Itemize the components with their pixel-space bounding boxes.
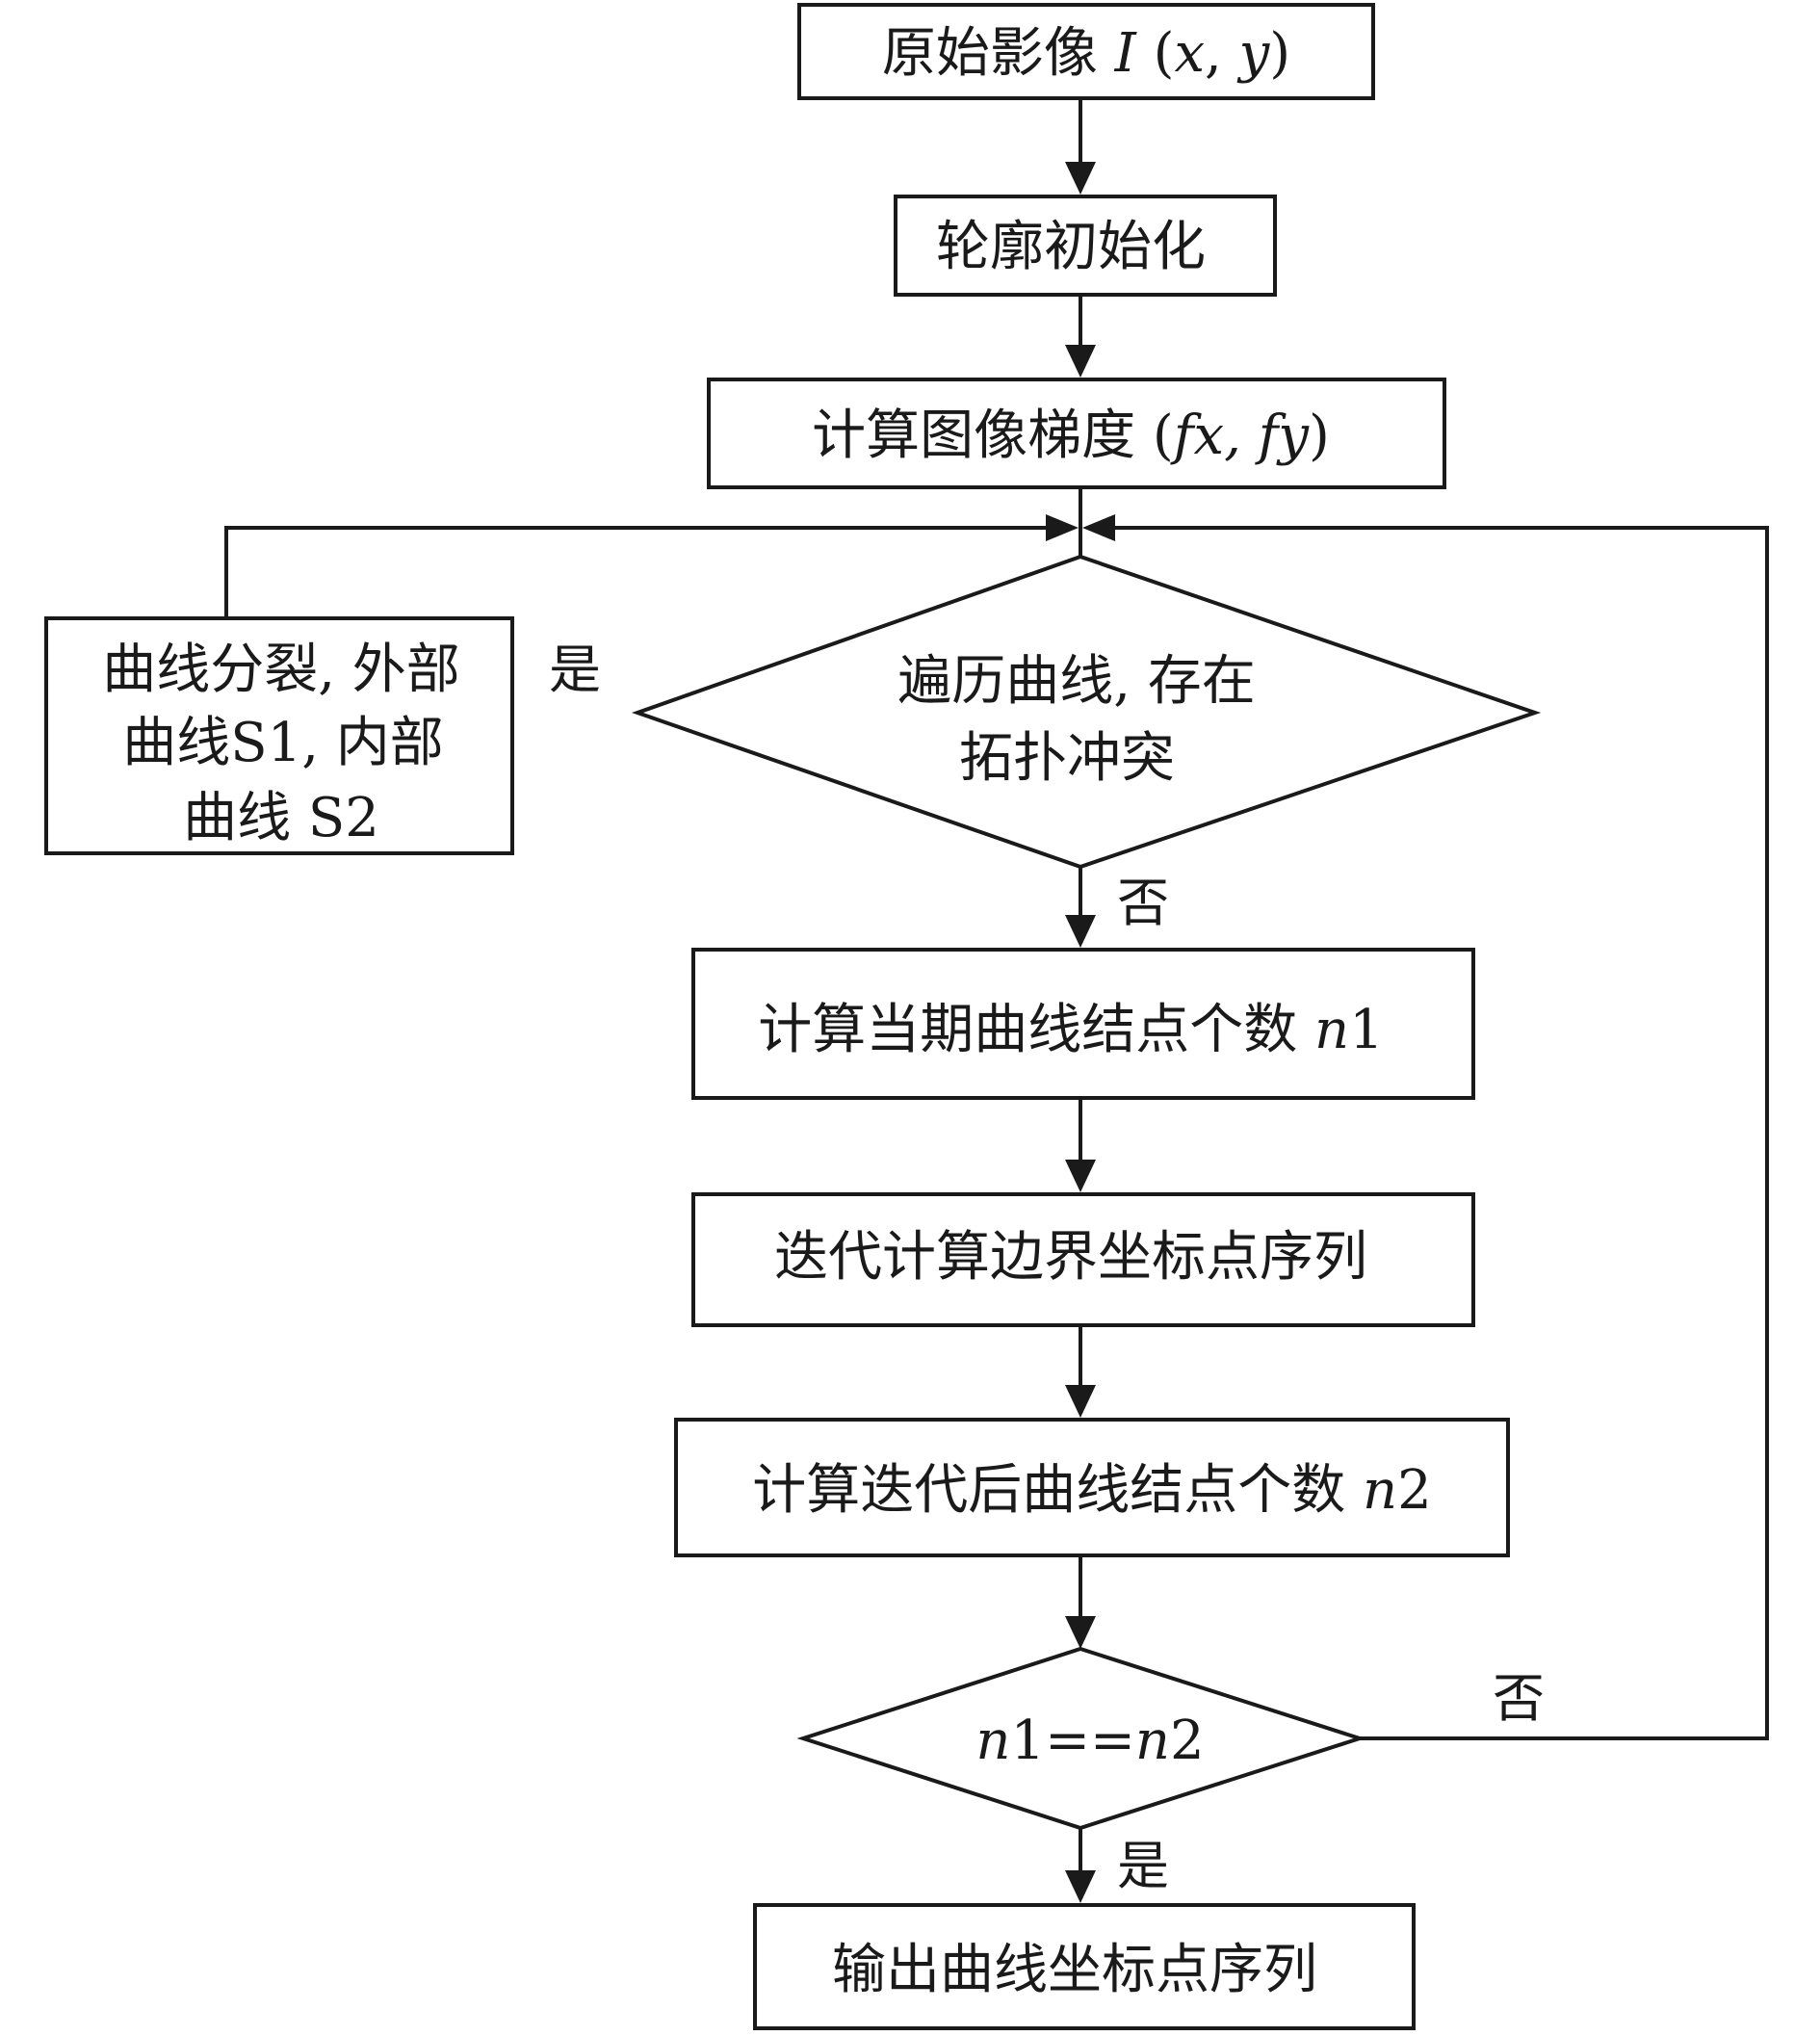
edge-label-no-loop: 否	[1493, 1668, 1545, 1729]
node-topology-check-line2: 拓扑冲突	[959, 727, 1175, 790]
node-equality-check-label: n1==n2	[975, 1710, 1204, 1772]
node-output-sequence: 输出曲线坐标点序列	[753, 1903, 1416, 2030]
edge-start-to-init	[1065, 98, 1096, 195]
edge-decision1-to-count	[1065, 867, 1096, 948]
node-iterate-boundary-label: 迭代计算边界坐标点序列	[774, 1226, 1367, 1289]
edge-iterate-to-recount	[1065, 1325, 1096, 1418]
node-count-current-label: 计算当期曲线结点个数 n1	[758, 999, 1384, 1061]
node-output-sequence-label: 输出曲线坐标点序列	[832, 1939, 1317, 2001]
node-curve-split-line2: 曲线S1, 内部	[122, 712, 444, 774]
edge-split-loop-back	[224, 514, 1079, 618]
node-equality-check: n1==n2	[796, 1646, 1366, 1831]
node-curve-split-line3: 曲线 S2	[183, 787, 379, 849]
node-count-current: 计算当期曲线结点个数 n1	[691, 948, 1475, 1100]
edge-init-to-gradient	[1065, 295, 1096, 378]
node-original-image: 原始影像 I (x, y)	[797, 3, 1375, 100]
node-contour-init: 轮廓初始化	[894, 195, 1277, 297]
edge-count-to-iterate	[1065, 1098, 1096, 1192]
node-contour-init-label: 轮廓初始化	[936, 216, 1206, 278]
node-original-image-label: 原始影像 I (x, y)	[882, 22, 1290, 85]
node-curve-split-line1: 曲线分裂, 外部	[102, 639, 460, 701]
node-iterate-boundary: 迭代计算边界坐标点序列	[691, 1192, 1475, 1327]
node-topology-check: 遍历曲线, 存在 拓扑冲突	[631, 554, 1542, 870]
edge-decision2-to-output	[1065, 1828, 1096, 1903]
node-count-after-label: 计算迭代后曲线结点个数 n2	[752, 1459, 1432, 1522]
node-count-after: 计算迭代后曲线结点个数 n2	[674, 1418, 1510, 1557]
node-curve-split: 曲线分裂, 外部 曲线S1, 内部 曲线 S2	[44, 616, 514, 855]
edge-label-yes-output: 是	[1117, 1836, 1169, 1896]
node-compute-gradient-label: 计算图像梯度 (fx, fy)	[812, 405, 1330, 467]
edge-label-no-continue: 否	[1117, 873, 1169, 933]
node-compute-gradient: 计算图像梯度 (fx, fy)	[707, 378, 1446, 489]
edge-label-yes-split: 是	[549, 640, 601, 700]
node-topology-check-line1: 遍历曲线, 存在	[897, 650, 1256, 713]
edge-recount-to-decision2	[1065, 1555, 1096, 1649]
edge-no-loop-back	[1082, 514, 1769, 1740]
